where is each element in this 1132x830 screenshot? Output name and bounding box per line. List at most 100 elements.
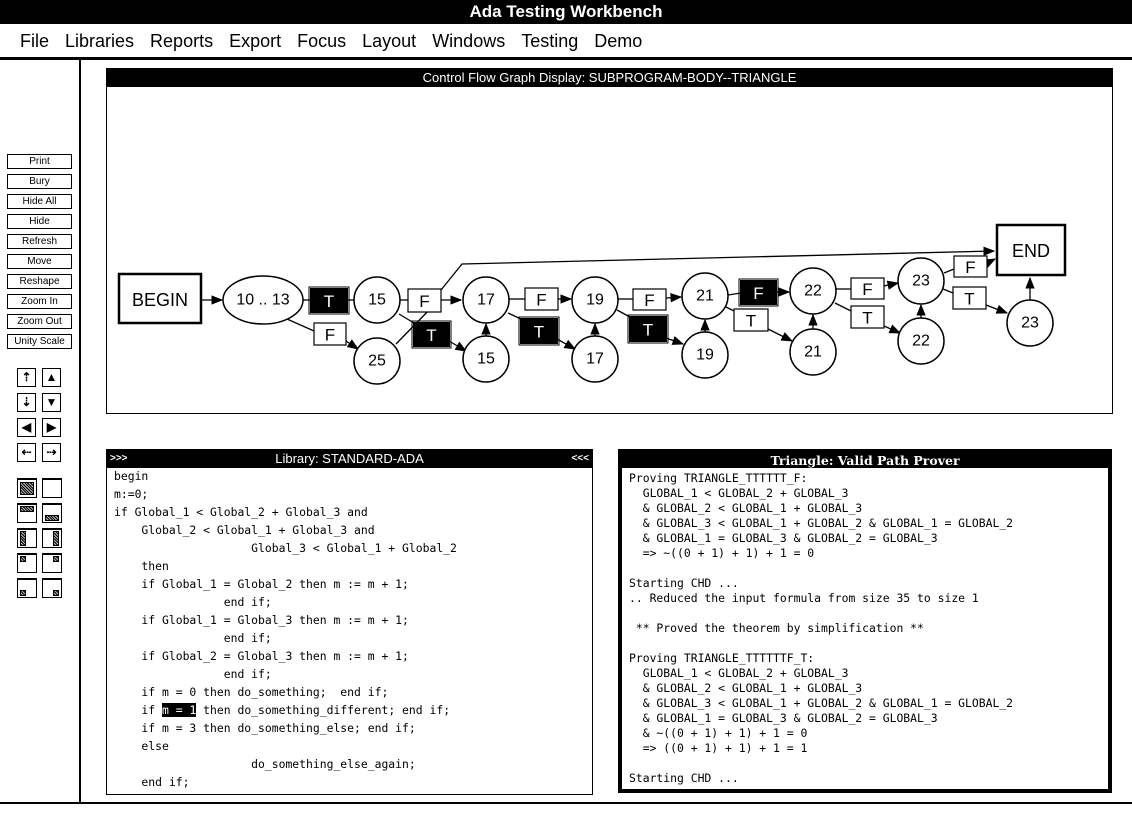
code-fragment: if xyxy=(114,703,163,717)
scroll-down-icon[interactable]: ▼ xyxy=(42,393,61,412)
menu-layout[interactable]: Layout xyxy=(362,30,417,51)
branch-label-text: F xyxy=(419,292,429,311)
node-19-exit[interactable]: 19 xyxy=(696,347,714,364)
hide-all-button[interactable]: Hide All xyxy=(7,194,72,209)
scroll-top-icon[interactable]: ⇡ xyxy=(17,368,36,387)
scroll-far-left-icon[interactable]: ⇠ xyxy=(17,443,36,462)
layout-top-right-icon[interactable] xyxy=(42,553,62,573)
menu-libraries[interactable]: Libraries xyxy=(65,30,135,51)
false-branch-label[interactable]: F xyxy=(850,277,885,300)
node-23-exit[interactable]: 23 xyxy=(1021,315,1039,332)
cfg-window: Control Flow Graph Display: SUBPROGRAM-B… xyxy=(106,68,1113,414)
prover-line: => ~((0 + 1) + 1) + 1 = 0 xyxy=(629,546,815,560)
false-branch-label[interactable]: F xyxy=(524,287,559,311)
node-25[interactable]: 25 xyxy=(368,353,386,370)
node-19[interactable]: 19 xyxy=(586,292,604,309)
branch-label-text: F xyxy=(753,284,763,303)
node-15-exit[interactable]: 15 xyxy=(477,351,495,368)
library-window-title[interactable]: >>> Library: STANDARD-ADA <<< xyxy=(107,450,592,468)
layout-full-icon[interactable] xyxy=(17,478,37,498)
menu-windows[interactable]: Windows xyxy=(432,30,506,51)
false-branch-label[interactable]: F xyxy=(632,288,667,311)
library-collapse-marker[interactable]: <<< xyxy=(571,453,589,464)
node-17[interactable]: 17 xyxy=(477,292,495,309)
layout-empty-icon[interactable] xyxy=(42,478,62,498)
menu-testing[interactable]: Testing xyxy=(521,30,579,51)
zoom-out-button[interactable]: Zoom Out xyxy=(7,314,72,329)
layout-bottom-half-icon[interactable] xyxy=(42,503,62,523)
menu-bar: File Libraries Reports Export Focus Layout Win… xyxy=(0,24,1132,60)
false-branch-label[interactable]: F xyxy=(407,288,442,313)
code-line: end if; xyxy=(114,595,272,609)
prover-line: GLOBAL_1 < GLOBAL_2 + GLOBAL_3 xyxy=(629,666,849,680)
prover-line: & ~((0 + 1) + 1) + 1 = 0 xyxy=(629,726,808,740)
true-branch-label[interactable]: T xyxy=(733,308,769,332)
prover-line: .. Reduced the input formula from size 3… xyxy=(629,591,979,605)
prover-line: Proving TRIANGLE_TTTTTTF_T: xyxy=(629,651,815,665)
true-branch-label[interactable]: T xyxy=(952,286,987,310)
branch-label-text: F xyxy=(644,291,654,310)
node-10-13[interactable]: 10 .. 13 xyxy=(236,292,289,309)
zoom-in-button[interactable]: Zoom In xyxy=(7,294,72,309)
false-branch-label[interactable]: F xyxy=(953,255,988,278)
true-branch-label-taken[interactable]: T xyxy=(308,286,350,315)
node-22[interactable]: 22 xyxy=(804,283,822,300)
false-branch-label[interactable]: F xyxy=(313,322,347,346)
scroll-far-right-icon[interactable]: ⇢ xyxy=(42,443,61,462)
node-begin[interactable]: BEGIN xyxy=(132,290,188,310)
menu-file[interactable]: File xyxy=(20,30,50,51)
layout-top-half-icon[interactable] xyxy=(17,503,37,523)
cfg-window-title[interactable]: Control Flow Graph Display: SUBPROGRAM-B… xyxy=(107,69,1112,87)
prover-line: => ((0 + 1) + 1) + 1 = 1 xyxy=(629,741,808,755)
layout-right-half-icon[interactable] xyxy=(42,528,62,548)
menu-reports[interactable]: Reports xyxy=(150,30,214,51)
node-end[interactable]: END xyxy=(1012,241,1050,261)
true-branch-label-taken[interactable]: T xyxy=(627,314,669,344)
node-21-exit[interactable]: 21 xyxy=(804,344,822,361)
node-22-exit[interactable]: 22 xyxy=(912,333,930,350)
code-line: m:=0; xyxy=(114,487,149,501)
layout-left-half-icon[interactable] xyxy=(17,528,37,548)
code-line: if Global_1 < Global_2 + Global_3 and xyxy=(114,505,368,519)
node-21[interactable]: 21 xyxy=(696,288,714,305)
menu-demo[interactable]: Demo xyxy=(594,30,643,51)
menu-export[interactable]: Export xyxy=(229,30,282,51)
layout-bottom-right-icon[interactable] xyxy=(42,578,62,598)
code-line: then xyxy=(114,559,169,573)
refresh-button[interactable]: Refresh xyxy=(7,234,72,249)
code-line: if Global_1 = Global_2 then m := m + 1; xyxy=(114,577,409,591)
true-branch-label[interactable]: T xyxy=(850,305,885,329)
code-line: Global_2 < Global_1 + Global_3 and xyxy=(114,523,375,537)
branch-label-text: F xyxy=(325,326,335,345)
layout-top-left-icon[interactable] xyxy=(17,553,37,573)
library-expand-marker[interactable]: >>> xyxy=(110,453,128,464)
unity-scale-button[interactable]: Unity Scale xyxy=(7,334,72,349)
move-button[interactable]: Move xyxy=(7,254,72,269)
scroll-right-icon[interactable]: ▶ xyxy=(42,418,61,437)
branch-label-text: F xyxy=(536,291,546,310)
prover-line: & GLOBAL_2 < GLOBAL_1 + GLOBAL_3 xyxy=(629,681,863,695)
scroll-up-icon[interactable]: ▲ xyxy=(42,368,61,387)
branch-label-text: T xyxy=(534,323,544,342)
branch-label-text: T xyxy=(324,292,334,311)
code-line-highlighted: if m = 1 then do_something_different; en… xyxy=(114,703,450,717)
layout-bottom-left-icon[interactable] xyxy=(17,578,37,598)
hide-button[interactable]: Hide xyxy=(7,214,72,229)
branch-label-text: T xyxy=(862,309,872,328)
bury-button[interactable]: Bury xyxy=(7,174,72,189)
status-bar xyxy=(0,802,1132,830)
prover-window-title[interactable]: Triangle: Valid Path Prover xyxy=(622,453,1108,468)
node-17-exit[interactable]: 17 xyxy=(586,351,604,368)
selected-condition[interactable]: m = 1 xyxy=(162,703,197,717)
code-line: else xyxy=(114,739,169,753)
node-23[interactable]: 23 xyxy=(912,273,930,290)
scroll-left-icon[interactable]: ◀ xyxy=(17,418,36,437)
true-branch-label-taken[interactable]: T xyxy=(518,316,560,346)
menu-focus[interactable]: Focus xyxy=(297,30,347,51)
scroll-bottom-icon[interactable]: ⇣ xyxy=(17,393,36,412)
print-button[interactable]: Print xyxy=(7,154,72,169)
true-branch-label-taken[interactable]: T xyxy=(411,320,452,349)
reshape-button[interactable]: Reshape xyxy=(7,274,72,289)
false-branch-label-taken[interactable]: F xyxy=(738,278,779,307)
node-15[interactable]: 15 xyxy=(368,292,386,309)
